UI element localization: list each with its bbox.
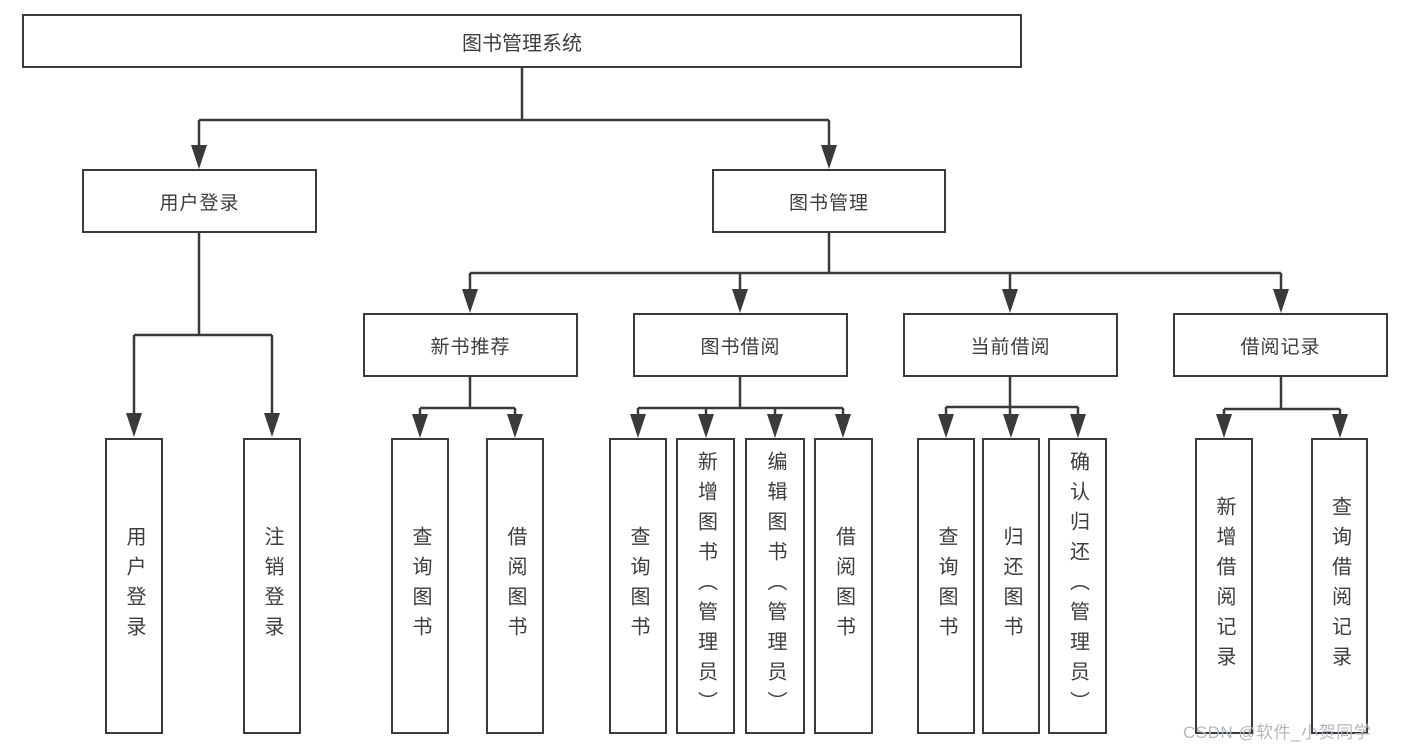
arrow-down-icon (264, 413, 280, 437)
node-book-management-branch: 图书管理 (712, 169, 946, 233)
leaf-edit-book-admin: 编辑图书（管理员） (745, 438, 805, 734)
leaf-query-books-borrowing: 查询图书 (609, 438, 667, 734)
leaf-label: 编辑图书（管理员） (764, 451, 786, 721)
leaf-label: 借阅图书 (832, 526, 855, 646)
leaf-add-book-admin: 新增图书（管理员） (676, 438, 735, 734)
node-new-book-recommend: 新书推荐 (363, 313, 578, 377)
arrowhead-icons (126, 145, 1348, 438)
node-label: 借阅记录 (1240, 336, 1321, 358)
leaf-logout: 注销登录 (243, 438, 301, 734)
node-label: 图书借阅 (700, 336, 781, 358)
arrow-down-icon (1273, 289, 1289, 313)
arrow-down-icon (126, 413, 142, 437)
leaf-user-login: 用户登录 (105, 438, 163, 734)
arrow-down-icon (412, 414, 428, 438)
arrow-down-icon (1070, 414, 1086, 438)
arrow-down-icon (462, 289, 478, 313)
leaf-label: 查询图书 (935, 526, 957, 646)
leaf-label: 查询图书 (627, 526, 649, 646)
arrow-down-icon (1216, 414, 1232, 438)
leaf-label: 查询图书 (409, 526, 431, 646)
node-label: 新书推荐 (430, 336, 511, 358)
leaf-label: 借阅图书 (504, 526, 526, 646)
arrow-down-icon (698, 414, 714, 438)
leaf-return-book: 归还图书 (982, 438, 1040, 734)
leaf-label: 归还图书 (1000, 526, 1022, 646)
arrow-down-icon (1332, 414, 1348, 438)
arrow-down-icon (835, 414, 851, 438)
node-library-management-system: 图书管理系统 (22, 14, 1022, 68)
leaf-query-books-recommend: 查询图书 (391, 438, 449, 734)
arrow-down-icon (1002, 289, 1018, 313)
leaf-label: 查询借阅记录 (1328, 496, 1351, 676)
leaf-label: 确认归还（管理员） (1066, 451, 1089, 721)
leaf-borrow-books-borrowing: 借阅图书 (814, 438, 873, 734)
arrow-down-icon (767, 414, 783, 438)
node-borrow-records: 借阅记录 (1173, 313, 1388, 377)
arrow-down-icon (191, 145, 207, 169)
leaf-borrow-books-recommend: 借阅图书 (486, 438, 544, 734)
arrow-down-icon (507, 414, 523, 438)
node-label: 图书管理 (788, 192, 869, 214)
arrow-down-icon (732, 289, 748, 313)
arrow-down-icon (630, 414, 646, 438)
leaf-add-borrow-record: 新增借阅记录 (1195, 438, 1253, 734)
node-label: 当前借阅 (970, 336, 1051, 358)
node-user-login-branch: 用户登录 (82, 169, 317, 233)
node-current-borrowing: 当前借阅 (903, 313, 1118, 377)
leaf-label: 用户登录 (123, 526, 145, 646)
leaf-label: 新增图书（管理员） (694, 451, 717, 721)
arrow-down-icon (938, 414, 954, 438)
node-book-borrowing: 图书借阅 (633, 313, 848, 377)
leaf-query-books-current: 查询图书 (917, 438, 975, 734)
arrow-down-icon (821, 145, 837, 169)
csdn-watermark: CSDN @软件_小贺同学 (1183, 723, 1372, 742)
leaf-confirm-return-admin: 确认归还（管理员） (1048, 438, 1107, 734)
arrow-down-icon (1003, 414, 1019, 438)
leaf-label: 注销登录 (261, 526, 283, 646)
node-label: 图书管理系统 (462, 32, 582, 55)
node-label: 用户登录 (159, 192, 240, 214)
leaf-query-borrow-record: 查询借阅记录 (1311, 438, 1368, 734)
leaf-label: 新增借阅记录 (1213, 496, 1235, 676)
